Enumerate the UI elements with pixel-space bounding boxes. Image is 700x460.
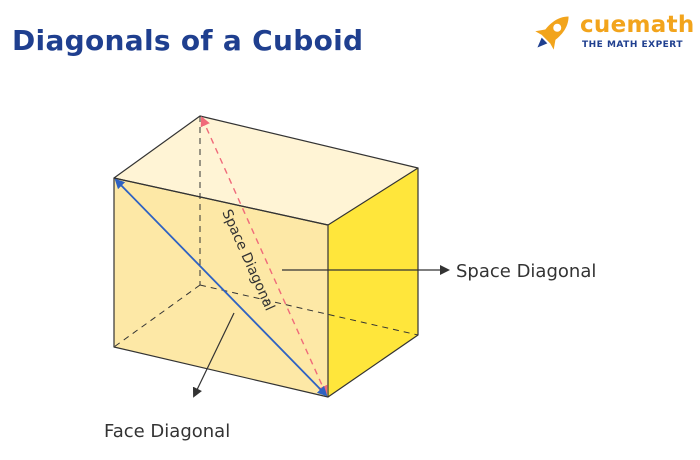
logo-tagline: THE MATH EXPERT [582, 40, 683, 50]
logo-wordmark: cuemath [580, 12, 695, 38]
face-diagonal-callout-label: Face Diagonal [104, 421, 230, 442]
face-diagonal-line [114, 178, 328, 397]
cuemath-logo: cuemath THE MATH EXPERT [528, 6, 698, 58]
cuboid-side-face [328, 168, 418, 397]
space-diagonal-callout-label: Space Diagonal [456, 261, 596, 282]
face-diagonal-callout-arrow [192, 312, 235, 398]
rocket-icon [535, 16, 569, 50]
page-title: Diagonals of a Cuboid [12, 24, 364, 57]
